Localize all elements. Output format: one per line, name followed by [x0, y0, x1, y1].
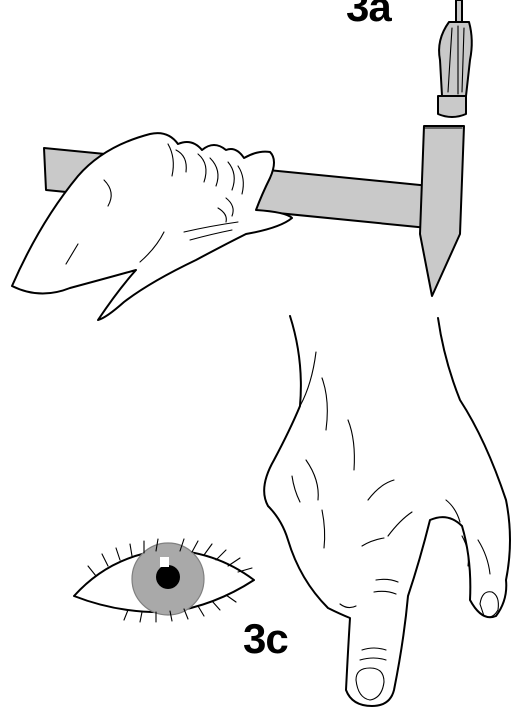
- eye: [74, 539, 254, 622]
- step-label-3c: 3c: [243, 618, 288, 660]
- eye-highlight: [160, 557, 169, 567]
- screwdriver-handle: [439, 22, 472, 96]
- hammer-head: [420, 126, 464, 296]
- eye-pupil: [156, 565, 180, 589]
- screwdriver-end-cap: [438, 96, 466, 117]
- screwdriver: [438, 0, 472, 117]
- pointing-hand: [264, 316, 510, 706]
- screwdriver-shaft: [456, 0, 462, 24]
- step-label-3a: 3a: [346, 0, 391, 28]
- pointing-hand-outline: [264, 316, 510, 706]
